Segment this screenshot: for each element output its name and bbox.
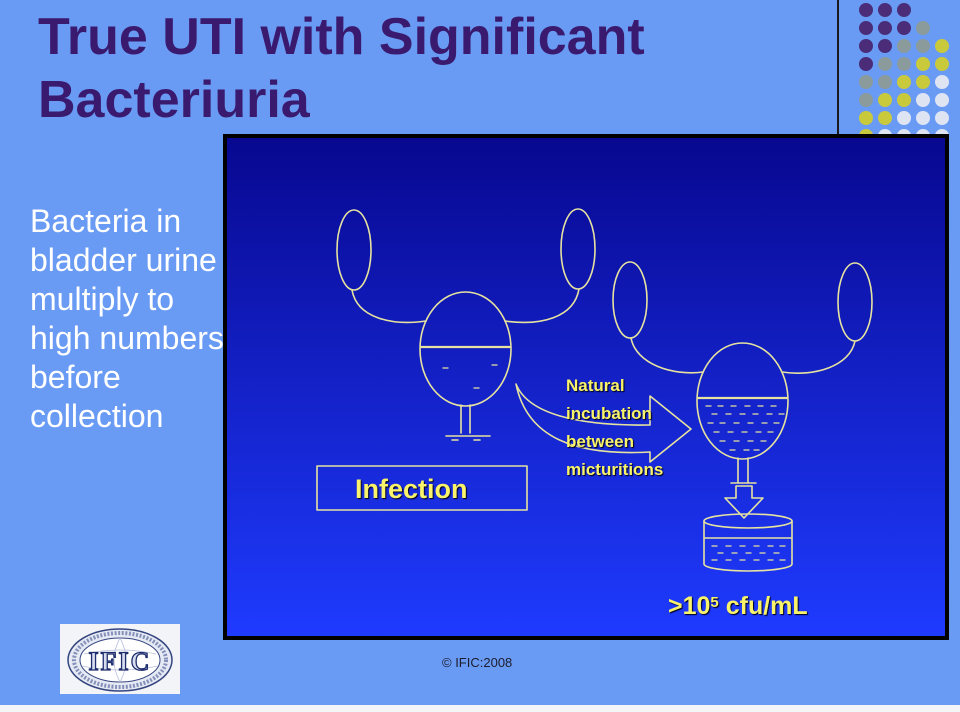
decorative-dot [878, 93, 892, 107]
vertical-divider [837, 0, 839, 134]
incubation-arrow [515, 383, 692, 463]
incubation-label-line: between [566, 432, 635, 451]
infection-label: Infection [355, 474, 468, 504]
decorative-dot-grid [859, 3, 949, 147]
diagram-panel [223, 134, 949, 640]
decorative-dot [878, 57, 892, 71]
decorative-dot [878, 21, 892, 35]
logo-lettering: IFIC [89, 647, 152, 676]
urethra [445, 404, 491, 441]
logo-ring-lettering [72, 631, 168, 689]
right-ureter [781, 340, 856, 374]
body-text-line: multiply to [30, 281, 175, 317]
incubation-label: Natural incubation between micturitions [566, 372, 663, 484]
decorative-dot [935, 93, 949, 107]
decorative-dot [916, 57, 930, 71]
down-arrow-icon [724, 485, 764, 519]
decorative-dot [916, 111, 930, 125]
body-text-line: collection [30, 398, 164, 434]
body-text-line: high numbers [30, 320, 224, 356]
bacterial-count-label: >105 cfu/mL [668, 591, 808, 621]
decorative-dot [897, 75, 911, 89]
incubation-label-line: Natural [566, 376, 625, 395]
decorative-dot [878, 3, 892, 17]
decorative-dot [916, 75, 930, 89]
incubation-label-line: incubation [566, 404, 652, 423]
decorative-dot [897, 111, 911, 125]
urinary-tract-after-incubation [612, 261, 873, 572]
decorative-dot [859, 21, 873, 35]
count-exponent: 5 [710, 593, 719, 611]
ific-logo: IFIC [60, 624, 180, 694]
uti-diagram [316, 208, 873, 572]
decorative-dot [897, 3, 911, 17]
decorative-dot [935, 57, 949, 71]
body-text-line: before [30, 359, 121, 395]
decorative-dot [897, 57, 911, 71]
slide-title: True UTI with Significant Bacteriuria [38, 6, 645, 132]
copyright-footer: © IFIC:2008 [442, 655, 513, 670]
dot-row [859, 111, 949, 125]
bacteria-group [442, 364, 498, 389]
dot-row [859, 57, 949, 71]
globe-icon [81, 637, 159, 683]
urinary-tract-infected [316, 208, 596, 511]
decorative-dot [897, 21, 911, 35]
slide-title-line: Bacteriuria [38, 71, 310, 129]
right-kidney [837, 262, 873, 342]
decorative-dot [916, 21, 930, 35]
dot-row [859, 39, 949, 53]
slide-title-line: True UTI with Significant [38, 8, 645, 66]
decorative-dot [897, 93, 911, 107]
decorative-dot [859, 111, 873, 125]
left-ureter [630, 337, 704, 374]
decorative-dot [935, 75, 949, 89]
decorative-dot [859, 93, 873, 107]
dot-row [859, 3, 949, 17]
decorative-dot [859, 57, 873, 71]
decorative-dot [878, 111, 892, 125]
bacteria-group [705, 405, 785, 451]
dot-row [859, 75, 949, 89]
decorative-dot [859, 3, 873, 17]
decorative-dot [935, 39, 949, 53]
container-rim [703, 513, 793, 529]
dot-row [859, 93, 949, 107]
decorative-dot [859, 39, 873, 53]
body-text: Bacteria in bladder urine multiply to hi… [30, 202, 224, 436]
body-text-line: bladder urine [30, 242, 217, 278]
left-kidney [612, 261, 648, 339]
ific-logo-graphic: IFIC [60, 624, 180, 694]
decorative-dot [859, 75, 873, 89]
count-prefix: >10 [668, 592, 711, 620]
decorative-dot [916, 93, 930, 107]
decorative-dot [878, 39, 892, 53]
decorative-dot [878, 75, 892, 89]
container-body [703, 520, 793, 572]
bottom-edge [0, 705, 960, 712]
collection-container [703, 513, 793, 572]
decorative-dot [916, 39, 930, 53]
body-text-line: Bacteria in [30, 203, 182, 239]
decorative-dot [897, 39, 911, 53]
left-ureter [351, 289, 427, 324]
urethra [730, 457, 757, 484]
infection-label-box [316, 465, 528, 511]
dot-row [859, 21, 949, 35]
bladder [419, 291, 512, 407]
right-ureter [504, 288, 580, 324]
bladder [696, 342, 789, 460]
incubation-label-line: micturitions [566, 460, 664, 479]
count-unit: cfu/mL [718, 592, 808, 620]
decorative-dot [935, 111, 949, 125]
bacteria-group [711, 545, 786, 561]
right-kidney [560, 208, 596, 290]
left-kidney [336, 209, 372, 291]
